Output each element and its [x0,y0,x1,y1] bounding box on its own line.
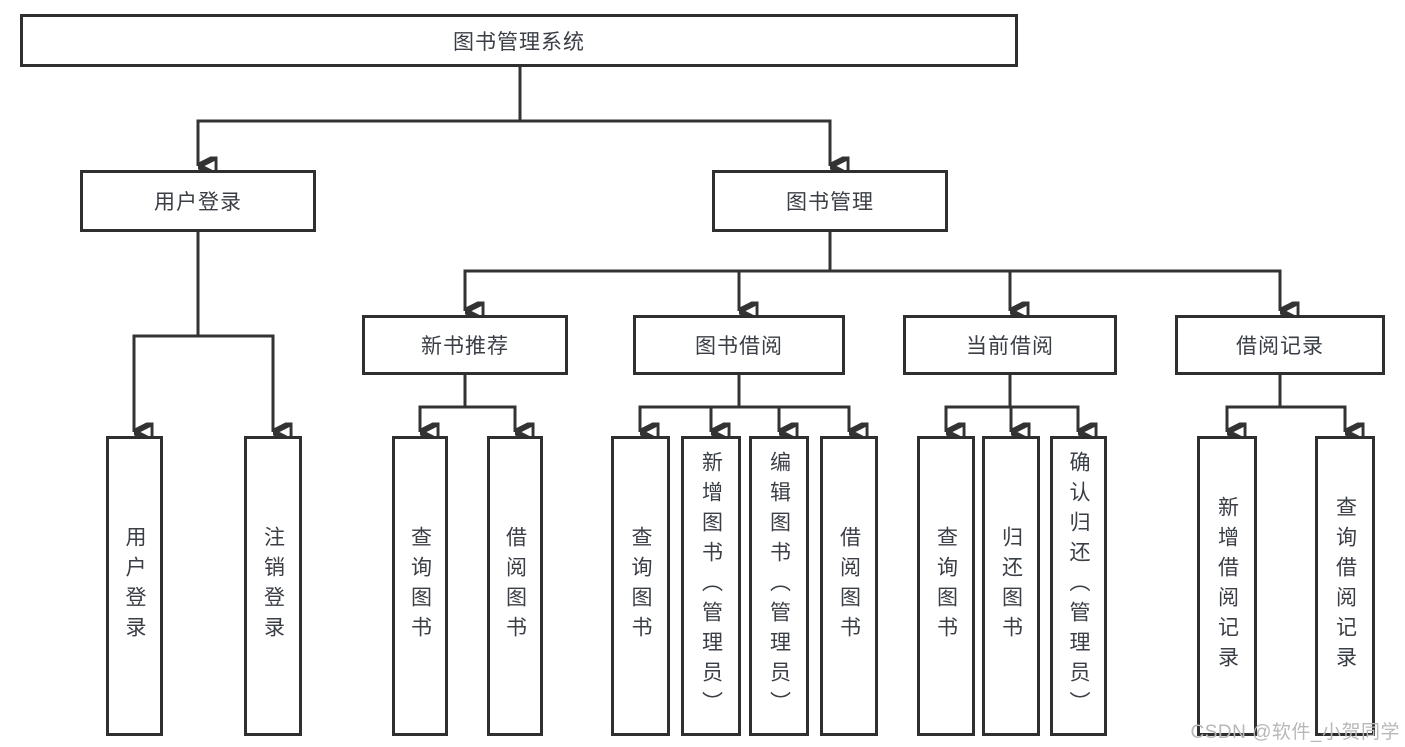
connector-borrow-record-to-query [1278,375,1345,432]
node-current-borrow: 当前借阅 [903,315,1117,375]
leaf-record-add: 新增借阅记录 [1197,436,1257,736]
leaf-borrow-add-admin: 新增图书（管理员） [681,436,741,736]
leaf-borrow-edit-admin: 编辑图书（管理员） [749,436,809,736]
leaf-borrow-borrow-label: 借阅图书 [837,526,861,646]
leaf-newbook-borrow: 借阅图书 [487,436,543,736]
leaf-current-return: 归还图书 [982,436,1040,736]
leaf-logout-label: 注销登录 [261,526,285,646]
leaf-borrow-borrow: 借阅图书 [820,436,878,736]
leaf-record-query-label: 查询借阅记录 [1333,496,1357,676]
watermark: CSDN @软件_小贺同学 [1190,722,1400,743]
connector-new-book-to-query [418,375,467,432]
connector-user-login-to-leaf-login [132,232,200,432]
leaf-record-add-label: 新增借阅记录 [1215,496,1239,676]
node-book-management: 图书管理 [712,170,948,232]
connector-book-borrow-to-add [709,375,741,432]
node-user-login: 用户登录 [80,170,316,232]
connector-book-management-to-borrow-record [828,232,1280,311]
leaf-newbook-borrow-label: 借阅图书 [503,526,527,646]
leaf-user-login: 用户登录 [106,436,163,736]
connector-book-borrow-to-borrow [737,375,849,432]
leaf-user-login-label: 用户登录 [123,526,146,646]
leaf-logout: 注销登录 [244,436,302,736]
node-borrow-record: 借阅记录 [1175,315,1385,375]
connector-book-borrow-to-query [638,375,741,432]
leaf-newbook-query-label: 查询图书 [408,526,432,646]
leaf-borrow-edit-admin-label: 编辑图书（管理员） [767,451,791,721]
leaf-record-query: 查询借阅记录 [1315,436,1375,736]
connector-book-borrow-to-edit [737,375,779,432]
connector-new-book-to-borrow [463,375,515,432]
node-new-book-recommend: 新书推荐 [362,315,568,375]
node-book-borrow: 图书借阅 [633,315,845,375]
leaf-current-confirm-admin: 确认归还（管理员） [1050,436,1107,736]
leaf-newbook-query: 查询图书 [392,436,448,736]
connector-user-login-to-leaf-logout [196,232,273,432]
connector-current-borrow-to-query [944,375,1012,432]
leaf-borrow-query: 查询图书 [611,436,670,736]
connector-borrow-record-to-add [1225,375,1282,432]
leaf-current-confirm-admin-label: 确认归还（管理员） [1067,451,1090,721]
connector-current-borrow-to-confirm [1008,375,1078,432]
connector-root-to-user-login [196,67,522,166]
leaf-current-query-label: 查询图书 [934,526,958,646]
leaf-borrow-add-admin-label: 新增图书（管理员） [699,451,723,721]
leaf-current-query: 查询图书 [917,436,975,736]
connector-book-management-to-book-borrow [737,232,832,311]
leaf-current-return-label: 归还图书 [999,526,1023,646]
connector-root-to-book-management [518,67,830,166]
node-root-library-system: 图书管理系统 [20,14,1018,67]
leaf-borrow-query-label: 查询图书 [629,526,652,646]
